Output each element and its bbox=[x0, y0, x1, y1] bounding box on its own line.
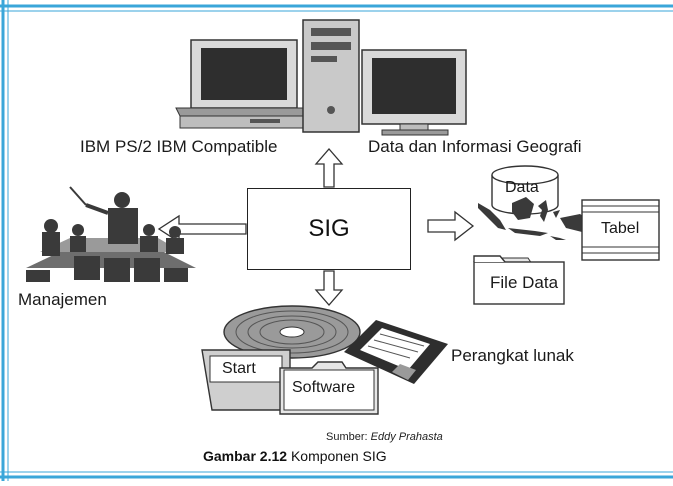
frame-bottom-border bbox=[0, 468, 673, 481]
figure-caption: Gambar 2.12 Komponen SIG bbox=[203, 448, 387, 464]
desktop-pc-icon bbox=[175, 39, 311, 129]
hardware-label: IBM PS/2 IBM Compatible bbox=[80, 137, 278, 156]
arrow-left-manajemen bbox=[157, 214, 247, 244]
software-folder-icon bbox=[279, 361, 379, 415]
perangkat-lunak-label: Perangkat lunak bbox=[451, 346, 574, 365]
caption-title: Komponen SIG bbox=[290, 448, 387, 464]
arrow-up-hardware bbox=[314, 148, 344, 188]
presenter-meeting-icon bbox=[26, 186, 196, 282]
source-prefix: Sumber: bbox=[326, 431, 368, 443]
start-window-icon bbox=[201, 349, 291, 411]
tabel-label: Tabel bbox=[601, 220, 640, 237]
arrow-right-data bbox=[427, 210, 475, 242]
sig-center-box: SIG bbox=[247, 188, 411, 270]
arrow-down-software bbox=[314, 270, 344, 306]
start-label: Start bbox=[222, 360, 256, 377]
caption-number: Gambar 2.12 bbox=[203, 448, 288, 464]
software-label: Software bbox=[292, 379, 356, 396]
monitor-icon bbox=[361, 49, 467, 136]
frame-left-border bbox=[0, 0, 10, 481]
floppy-disk-icon bbox=[344, 320, 448, 384]
folder-icon bbox=[473, 255, 565, 305]
tower-pc-icon bbox=[302, 19, 360, 133]
source-author: Eddy Prahasta bbox=[370, 431, 443, 443]
source-credit: Sumber: Eddy Prahasta bbox=[326, 431, 443, 443]
table-icon bbox=[581, 199, 660, 261]
frame-top-border bbox=[0, 0, 673, 12]
manajemen-label: Manajemen bbox=[18, 290, 107, 309]
file-data-label: File Data bbox=[490, 273, 559, 292]
data-info-label: Data dan Informasi Geografi bbox=[368, 137, 582, 156]
data-cylinder-label: Data bbox=[505, 179, 539, 196]
compact-disc-icon bbox=[223, 305, 361, 359]
